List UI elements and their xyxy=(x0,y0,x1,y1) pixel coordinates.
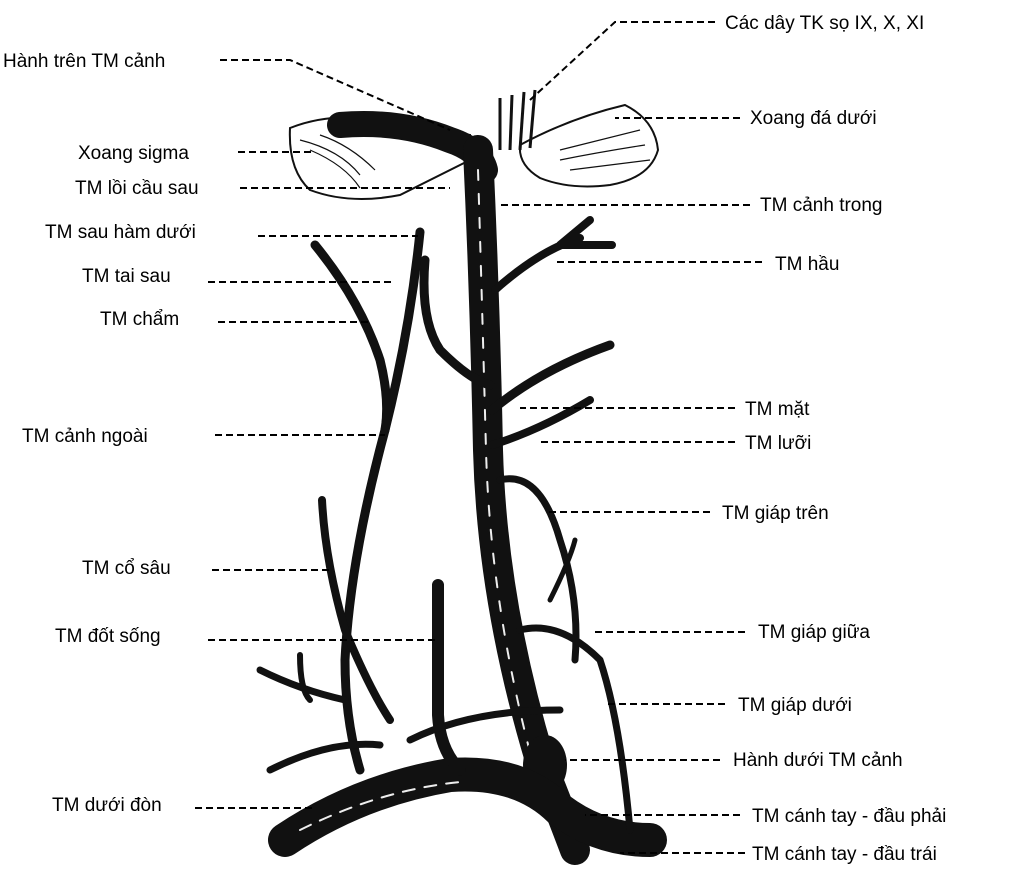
label-superior-bulb: Hành trên TM cảnh xyxy=(3,51,165,72)
label-external-jugular: TM cảnh ngoài xyxy=(22,426,148,447)
label-posterior-condylar-vein: TM lồi cầu sau xyxy=(75,178,199,199)
label-left-brachiocephalic: TM cánh tay - đầu trái xyxy=(752,844,937,865)
label-inferior-petrosal-sinus: Xoang đá dưới xyxy=(750,108,877,129)
label-retromandibular: TM sau hàm dưới xyxy=(45,222,196,243)
label-superior-thyroid: TM giáp trên xyxy=(722,503,829,524)
label-cranial-nerves: Các dây TK sọ IX, X, XI xyxy=(725,13,924,34)
label-vertebral: TM đốt sống xyxy=(55,626,161,647)
label-sigmoid-sinus: Xoang sigma xyxy=(78,143,189,164)
label-posterior-auricular: TM tai sau xyxy=(82,266,171,287)
label-right-brachiocephalic: TM cánh tay - đầu phải xyxy=(752,806,946,827)
label-lingual: TM lưỡi xyxy=(745,433,811,454)
label-facial: TM mặt xyxy=(745,399,810,420)
vein-illustration xyxy=(260,90,658,850)
label-inferior-thyroid: TM giáp dưới xyxy=(738,695,852,716)
label-occipital: TM chẩm xyxy=(100,309,179,330)
label-inferior-bulb: Hành dưới TM cảnh xyxy=(733,750,903,771)
label-deep-cervical: TM cổ sâu xyxy=(82,558,171,579)
label-subclavian: TM dưới đòn xyxy=(52,795,162,816)
label-middle-thyroid: TM giáp giữa xyxy=(758,622,870,643)
label-internal-jugular: TM cảnh trong xyxy=(760,195,883,216)
label-pharyngeal: TM hầu xyxy=(775,254,839,275)
